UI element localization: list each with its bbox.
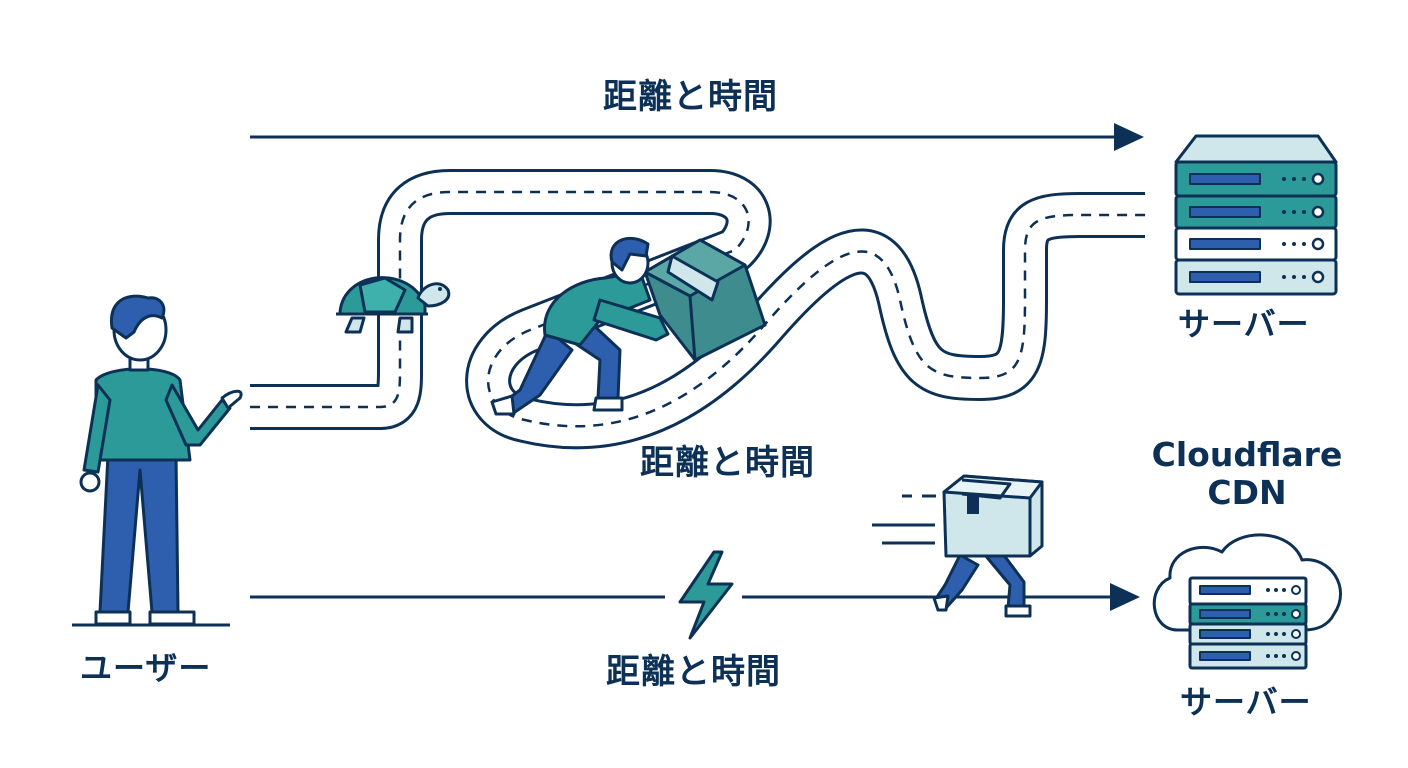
- user-label: ユーザー: [80, 649, 212, 687]
- top-arrow-label: 距離と時間: [603, 77, 778, 117]
- server-rack-icon: [1174, 134, 1338, 296]
- running-box-figure: [872, 474, 1044, 618]
- bottom-arrow-label: 距離と時間: [606, 652, 781, 692]
- pushing-box-figure: [490, 236, 767, 416]
- user-figure: [72, 294, 243, 627]
- cdn-title-line2: CDN: [1207, 473, 1287, 512]
- road-label: 距離と時間: [640, 443, 815, 483]
- origin-server-label: サーバー: [1178, 305, 1310, 343]
- cdn-title: Cloudflare CDN: [1140, 436, 1354, 512]
- top-arrow: [250, 123, 1144, 151]
- lightning-icon: [678, 550, 734, 640]
- bottom-arrow: [250, 583, 1140, 611]
- turtle-icon: [336, 276, 451, 334]
- winding-road: [250, 169, 1145, 450]
- cdn-server-label: サーバー: [1180, 683, 1312, 721]
- cloud-server-icon: [1152, 533, 1342, 670]
- cdn-title-line1: Cloudflare: [1151, 435, 1343, 474]
